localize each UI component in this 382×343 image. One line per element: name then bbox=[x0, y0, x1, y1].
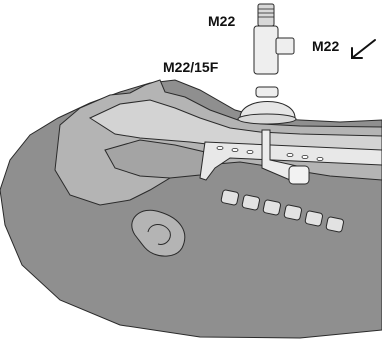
t-piece-side-port bbox=[276, 38, 294, 54]
tube-cuff bbox=[289, 166, 309, 184]
t-piece-body bbox=[254, 26, 278, 74]
mask-connector bbox=[256, 87, 278, 97]
label-connector-side: M22 bbox=[312, 38, 339, 54]
arrow-down-left-icon bbox=[352, 40, 375, 58]
face-mask-rim bbox=[238, 114, 296, 124]
label-mask-connector: M22/15F bbox=[163, 59, 218, 75]
label-connector-top: M22 bbox=[208, 13, 235, 29]
t-piece-top-cap bbox=[258, 4, 274, 26]
